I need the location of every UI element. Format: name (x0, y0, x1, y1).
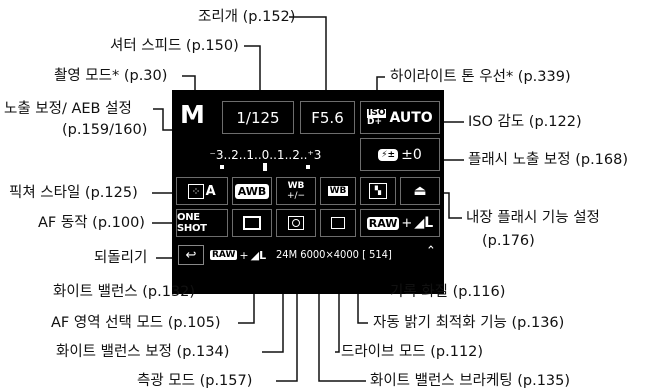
auto-lighting-cell[interactable]: ▚ (360, 177, 396, 205)
drive-icon (331, 217, 345, 229)
shutter-speed-cell[interactable]: 1/125 (222, 101, 294, 134)
status-chevron-up-icon: ⌃ (426, 244, 436, 259)
iso-badge-top: ISO (367, 107, 387, 118)
builtin-flash-cell[interactable]: ⏏ (400, 177, 440, 205)
af-operation-cell[interactable]: ONE SHOT (176, 209, 228, 237)
label-return: 되돌리기 (94, 250, 148, 266)
iso-cell[interactable]: ISO D+ AUTO (360, 101, 440, 134)
af-area-icon (243, 216, 261, 230)
aperture-value: F5.6 (311, 108, 344, 127)
iso-value: AUTO (389, 109, 433, 126)
status-image-size: 24M 6000×4000 [ 514] (276, 248, 392, 261)
record-quality-jpeg-icon: ◢ (414, 215, 425, 231)
exposure-indicator-mark (220, 165, 224, 169)
picture-style-value: A (205, 183, 216, 199)
record-quality-size: L (424, 215, 434, 231)
status-raw: RAW (210, 250, 238, 260)
label-wb-correction: 화이트 밸런스 보정 (p.134) (56, 344, 230, 360)
label-metering: 측광 모드 (p.157) (137, 373, 253, 389)
return-button[interactable]: ↩ (178, 245, 204, 265)
label-builtin-flash-line1: 내장 플래시 기능 설정 (466, 210, 600, 226)
label-white-balance: 화이트 밸런스 (p.132) (53, 284, 196, 300)
exposure-comp-cell[interactable]: ⁻3..2..1..0..1..2..⁺3 (176, 138, 355, 171)
return-icon: ↩ (185, 247, 197, 263)
label-aperture: 조리개 (p.152) (198, 9, 296, 25)
iso-badge: ISO D+ (367, 107, 387, 127)
status-quality: RAW + ◢ L (210, 246, 266, 264)
status-l: L (259, 248, 267, 262)
exposure-indicator-mark (263, 163, 267, 171)
white-balance-cell[interactable]: AWB (232, 177, 272, 205)
label-exposure-line2: (p.159/160) (62, 122, 148, 138)
label-mode: 촬영 모드* (p.30) (54, 68, 168, 84)
picture-style-cell[interactable]: ⁘ A (176, 177, 228, 205)
record-quality-raw: RAW (366, 216, 400, 230)
label-flash-comp: 플래시 노출 보정 (p.168) (468, 152, 629, 168)
label-shutter: 셔터 스피드 (p.150) (110, 38, 239, 54)
wb-bracketing-cell[interactable]: WB (320, 177, 356, 205)
wb-bracketing-icon: WB (327, 186, 349, 196)
label-wb-bracketing: 화이트 밸런스 브라케팅 (p.135) (370, 373, 571, 389)
status-plus: + (239, 248, 249, 262)
drive-cell[interactable] (320, 209, 356, 237)
label-builtin-flash-line2: (p.176) (482, 233, 535, 249)
wb-shift-value: +/− (286, 191, 306, 201)
flash-comp-value: ±0 (401, 146, 422, 163)
flash-comp-cell[interactable]: ⚡± ±0 (360, 138, 440, 171)
label-af-area: AF 영역 선택 모드 (p.105) (51, 315, 221, 331)
aperture-cell[interactable]: F5.6 (300, 101, 355, 134)
label-record-quality: 기록 화질 (p.116) (390, 284, 506, 300)
auto-lighting-icon: ▚ (369, 183, 387, 199)
af-area-cell[interactable] (232, 209, 272, 237)
builtin-flash-icon: ⏏ (413, 183, 427, 199)
label-drive: 드라이브 모드 (p.112) (341, 344, 484, 360)
metering-icon (288, 216, 304, 230)
flash-comp-icon: ⚡± (378, 148, 399, 161)
wb-shift-cell[interactable]: WB +/− (276, 177, 316, 205)
white-balance-value: AWB (234, 183, 270, 199)
af-operation-value: ONE SHOT (177, 212, 207, 234)
label-af-operation: AF 동작 (p.100) (38, 215, 145, 231)
shooting-mode-value: M (180, 100, 205, 129)
label-auto-lighting: 자동 밝기 최적화 기능 (p.136) (373, 315, 565, 331)
record-quality-cell[interactable]: RAW + ◢ L (360, 209, 440, 237)
label-exposure-line1: 노출 보정/ AEB 설정 (4, 101, 132, 117)
camera-lcd-screen: M 1/125 F5.6 ISO D+ AUTO ⁻3..2..1..0..1.… (172, 90, 444, 294)
label-iso: ISO 감도 (p.122) (468, 114, 582, 130)
label-highlight: 하이라이트 톤 우선* (p.339) (390, 69, 571, 85)
status-jpeg-icon: ◢ (250, 248, 260, 262)
exposure-indicator-marks (220, 163, 320, 171)
exposure-scale: ⁻3..2..1..0..1..2..⁺3 (209, 147, 322, 162)
metering-cell[interactable] (276, 209, 316, 237)
exposure-indicator-mark (306, 165, 310, 169)
highlight-priority-indicator: D+ (367, 116, 383, 127)
wb-shift-label: WB (287, 181, 305, 191)
record-quality-plus: + (401, 215, 413, 231)
shutter-speed-value: 1/125 (236, 108, 280, 127)
label-picture-style: 픽쳐 스타일 (p.125) (9, 185, 138, 201)
picture-style-icon: ⁘ (188, 183, 204, 199)
